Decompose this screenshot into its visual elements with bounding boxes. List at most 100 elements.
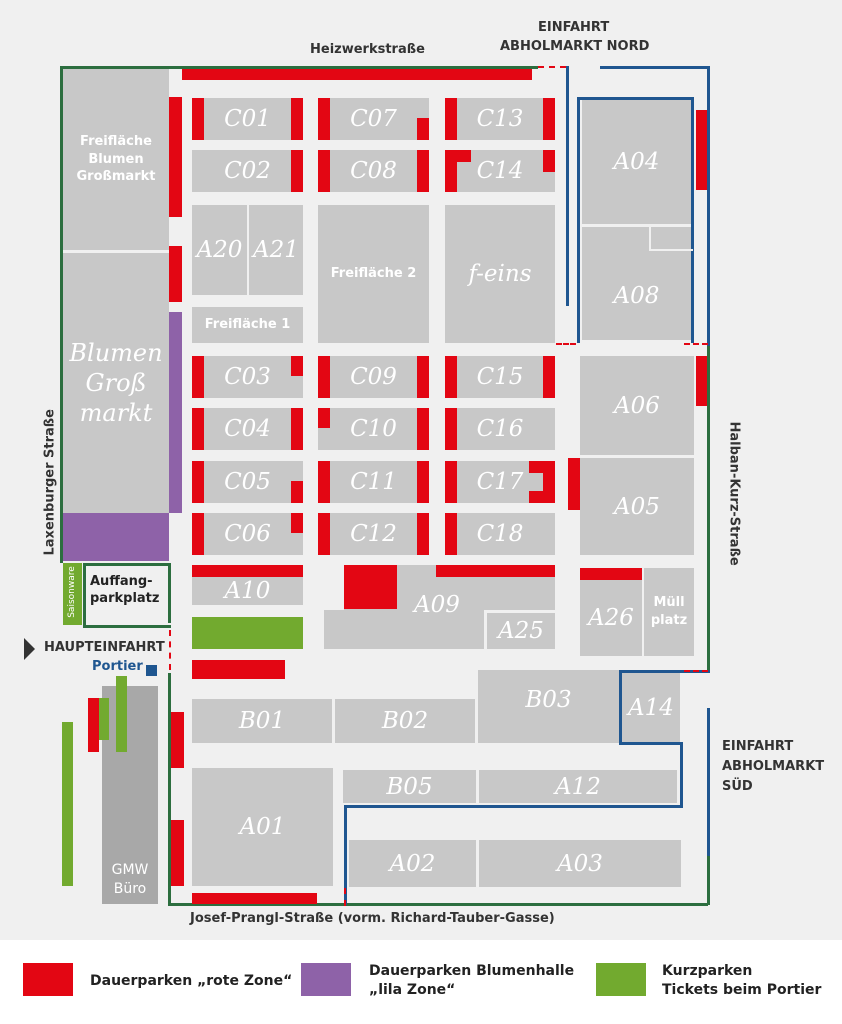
- legend-green-label: Kurzparken Tickets beim Portier: [662, 962, 821, 1000]
- blue-a12-bottom: [344, 805, 683, 808]
- red-C18-l: [445, 513, 457, 555]
- building-B02: B02: [335, 699, 475, 743]
- boundary-left: [60, 66, 63, 563]
- A21-label: A21: [253, 237, 299, 263]
- blue-a04-top: [577, 97, 694, 100]
- blue-a04-right: [691, 97, 694, 343]
- legend-red-label: Dauerparken „rote Zone“: [90, 973, 293, 989]
- boundary-left-lower: [168, 673, 171, 905]
- B03-label: B03: [525, 686, 572, 713]
- red-C08-r: [417, 150, 429, 192]
- blumen-line1: Blumen: [69, 339, 163, 367]
- building-C08: C08: [318, 150, 429, 192]
- red-C17-r: [543, 461, 555, 503]
- building-B05: B05: [343, 770, 476, 803]
- green-parking-a10: [192, 617, 303, 649]
- building-A04: A04: [582, 100, 691, 224]
- street-laxenburger: Laxenburger Straße: [42, 409, 58, 556]
- red-C04-l: [192, 408, 204, 450]
- short-parking-1: [62, 722, 73, 886]
- red-C05-l: [192, 461, 204, 503]
- red-C14-r: [543, 150, 555, 172]
- building-A20: A20: [192, 205, 247, 295]
- building-C15: C15: [445, 356, 555, 398]
- auffang-gate: [169, 630, 171, 670]
- red-C10-r: [417, 408, 429, 450]
- red-zone-entry: [192, 660, 285, 679]
- building-A08: A08: [582, 227, 691, 340]
- red-C13-r: [543, 98, 555, 140]
- A03-label: A03: [557, 850, 603, 877]
- blue-a14-inner: [619, 742, 683, 745]
- area-freiflaeche-1: Freifläche 1: [192, 307, 303, 343]
- building-B03: B03: [478, 670, 619, 743]
- red-C13-l: [445, 98, 457, 140]
- C09-label: C09: [350, 364, 397, 390]
- area-freiflaeche-blumen: Freifläche Blumen Großmarkt: [63, 69, 169, 250]
- C06-label: C06: [224, 521, 271, 547]
- A14-label: A14: [628, 694, 674, 721]
- red-C06-r: [291, 513, 303, 533]
- saisonware-parking: [63, 563, 82, 625]
- A02-label: A02: [389, 850, 436, 877]
- building-A01: A01: [192, 768, 333, 886]
- red-C01-l: [192, 98, 204, 140]
- portier-label: Portier: [92, 659, 143, 674]
- red-A09-top: [436, 565, 555, 577]
- red-C15-l: [445, 356, 457, 398]
- gate-south: [344, 888, 346, 906]
- street-halban-kurz: Halban-Kurz-Straße: [726, 421, 742, 566]
- auffang-box-top: [83, 563, 171, 566]
- gate-a08: [684, 343, 708, 345]
- building-C13: C13: [445, 98, 555, 140]
- blue-top-right: [600, 66, 710, 69]
- auffang-line2: parkplatz: [90, 590, 160, 606]
- building-A12: A12: [479, 770, 677, 803]
- entrance-north-line2: ABHOLMARKT NORD: [500, 39, 650, 54]
- gmw-annex: [128, 686, 158, 761]
- building-A05: A05: [580, 458, 694, 555]
- red-C12-r: [417, 513, 429, 555]
- C13-label: C13: [476, 106, 524, 132]
- legend-purple-line1: Dauerparken Blumenhalle: [369, 963, 575, 979]
- blue-a14-top: [619, 670, 710, 673]
- red-B01-l: [171, 712, 184, 768]
- legend-purple-swatch: [301, 963, 351, 996]
- building-A21: A21: [249, 205, 303, 295]
- blue-right-upper2: [707, 343, 710, 346]
- purple-zone-bottom: [63, 513, 169, 561]
- building-A26: A26: [580, 580, 642, 656]
- gmw-line1: GMW: [111, 862, 149, 879]
- A08-notch: [649, 227, 693, 251]
- main-entrance-label: HAUPTEINFAHRT: [44, 640, 165, 655]
- red-C15-r: [543, 356, 555, 398]
- auffang-box-left: [83, 563, 86, 628]
- building-C02: C02: [192, 150, 303, 192]
- red-C05-r: [291, 481, 303, 503]
- muell-line1: Müll: [653, 595, 685, 611]
- gmw-line2: Büro: [113, 881, 147, 897]
- A08-label: A08: [613, 282, 660, 309]
- red-C07-r: [417, 118, 429, 140]
- A01-label: A01: [239, 814, 286, 840]
- boundary-top-left: [60, 66, 182, 69]
- building-f-eins: f-eins: [445, 205, 555, 343]
- C12-label: C12: [350, 521, 397, 547]
- freiflaeche-blumen-line2: Blumen: [88, 151, 144, 167]
- building-A06: A06: [580, 356, 694, 455]
- boundary-right-mid: [707, 343, 710, 670]
- building-A14: A14: [622, 673, 680, 742]
- blumen-line3: markt: [79, 399, 153, 427]
- short-parking-3: [116, 676, 127, 752]
- auffang-line1: Auffang-: [90, 574, 153, 589]
- blue-nord-left: [566, 66, 569, 306]
- A20-label: A20: [196, 237, 243, 263]
- saisonware-label: Saisonware: [67, 566, 77, 618]
- red-A10-top: [192, 565, 303, 577]
- freiflaeche-blumen-line1: Freifläche: [80, 134, 152, 150]
- building-A03: A03: [479, 840, 681, 887]
- market-site-map: Heizwerkstraße Josef-Prangl-Straße (vorm…: [0, 0, 842, 940]
- B01-label: B01: [238, 708, 286, 734]
- blue-a12-right: [680, 742, 683, 808]
- red-C04-r: [291, 408, 303, 450]
